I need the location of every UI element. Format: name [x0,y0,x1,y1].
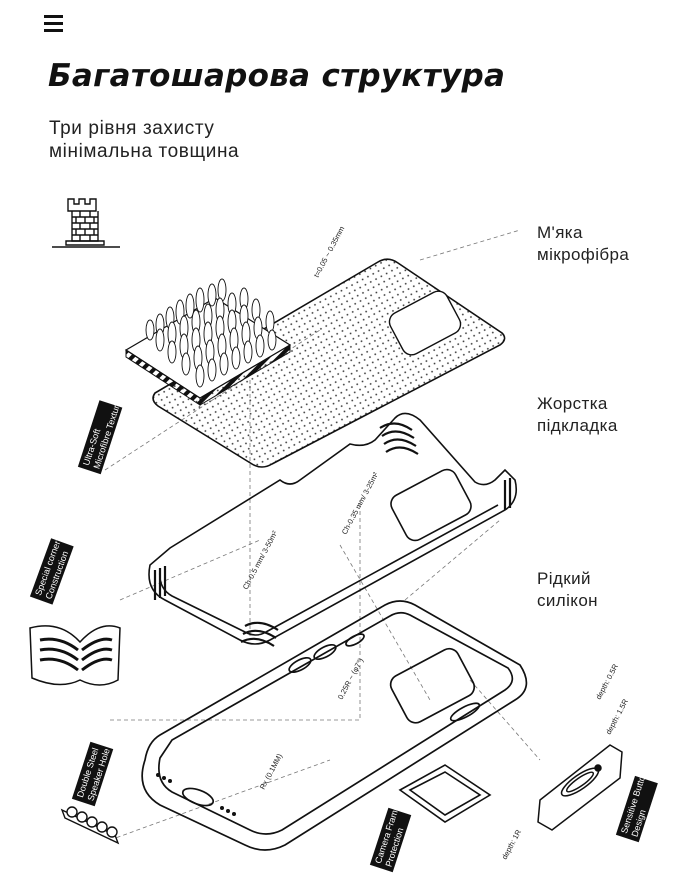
callout-button-design: Sensitive Button Design [615,770,658,843]
castle-tower-icon [52,198,120,248]
page-subtitle: Три рівня захисту мінімальна товщина [49,117,349,163]
callout-corner-construction: Special corner Construction [29,538,74,605]
layer-label-rigid-base: Жорстка підкладка [537,394,618,435]
callout-camera-protection: Camera Frame Protection [369,804,412,873]
button-detail [537,744,623,831]
dim-button-depth-top: depth: 0.5R [594,662,620,701]
subtitle-line: мінімальна товщина [49,141,240,162]
layer-label-microfiber: М'яка мікрофібра [537,223,630,264]
subtitle-line: Три рівня захисту [49,118,215,139]
hamburger-menu-icon [44,15,66,32]
layer-label-liquid-silicone: Рідкий силікон [537,569,598,610]
liquid-silicone-layer [141,600,528,851]
rigid-base-layer [148,412,518,647]
camera-frame-detail [398,764,492,823]
dim-rigid-side: Ch-0.5 mm/ 3-50m² [241,529,280,591]
case-exploded-diagram: Ultra-Soft Microfibre Texture Special co… [29,225,658,873]
callout-speaker-hole: Double Steel Speaker Hole [71,741,114,807]
page-title: Багатошарова структура [48,58,506,94]
menu-button[interactable] [44,15,66,37]
corner-construction-detail [29,625,121,686]
dim-microfiber-thickness: t=0.05 ~ 0.35mm [312,225,347,279]
dim-silicone-bottom: Rx (0.1MM) [258,752,285,791]
microfiber-layer [124,258,506,468]
dim-button-depth-bottom: depth: 1R [500,827,523,860]
microfiber-texture-cluster [124,278,292,406]
dim-silicone-depth: 0.25R ~ (φ7°) [336,656,366,701]
dim-button-depth-mid: depth: 1.5R [604,697,630,736]
speaker-hole-detail [60,806,120,845]
